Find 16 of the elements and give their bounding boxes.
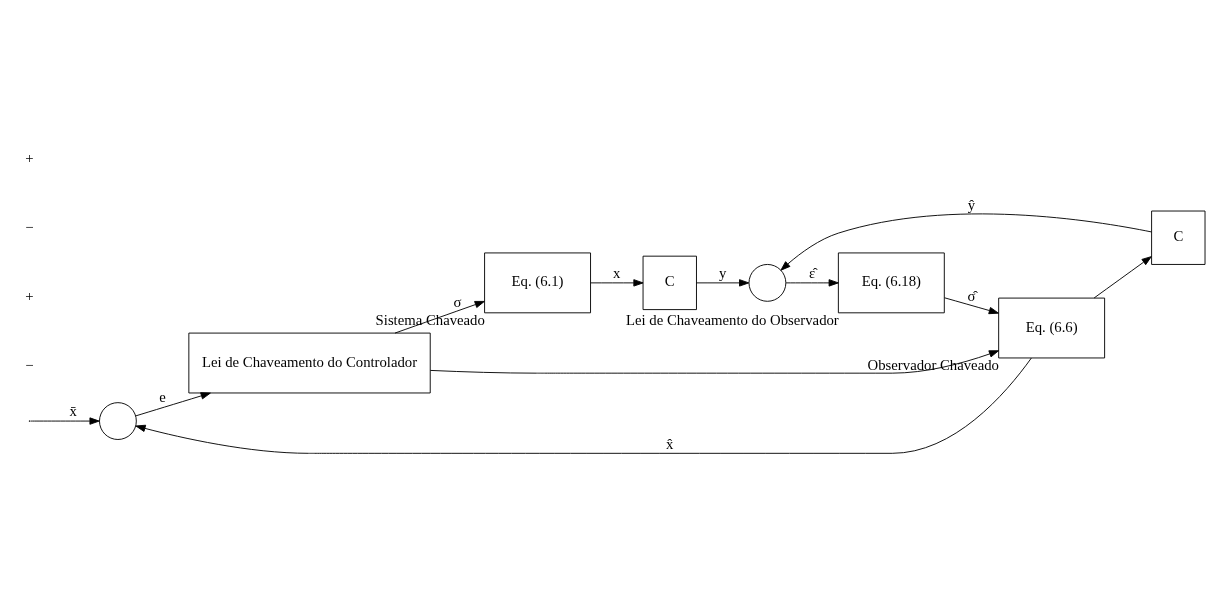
node-label: Lei de Chaveamento do Observador xyxy=(626,311,839,328)
label: + xyxy=(25,149,34,166)
edge-label: ŷ xyxy=(967,196,976,213)
edge-label: x xyxy=(613,264,621,281)
edge-label: σ xyxy=(453,293,462,310)
label: − xyxy=(25,218,34,235)
node-label: Sistema Chaveado xyxy=(375,311,485,328)
edge-label: σ̂ xyxy=(967,287,976,304)
edge-label: ε̂ xyxy=(809,264,816,281)
node-label: Observador Chaveado xyxy=(867,356,999,373)
edge-label: x̄ xyxy=(69,402,77,419)
label: + xyxy=(25,287,34,304)
edge-label: x̂ xyxy=(666,435,674,452)
edge-label: y xyxy=(719,264,727,281)
label: − xyxy=(25,356,34,373)
edge-label: e xyxy=(159,388,166,405)
